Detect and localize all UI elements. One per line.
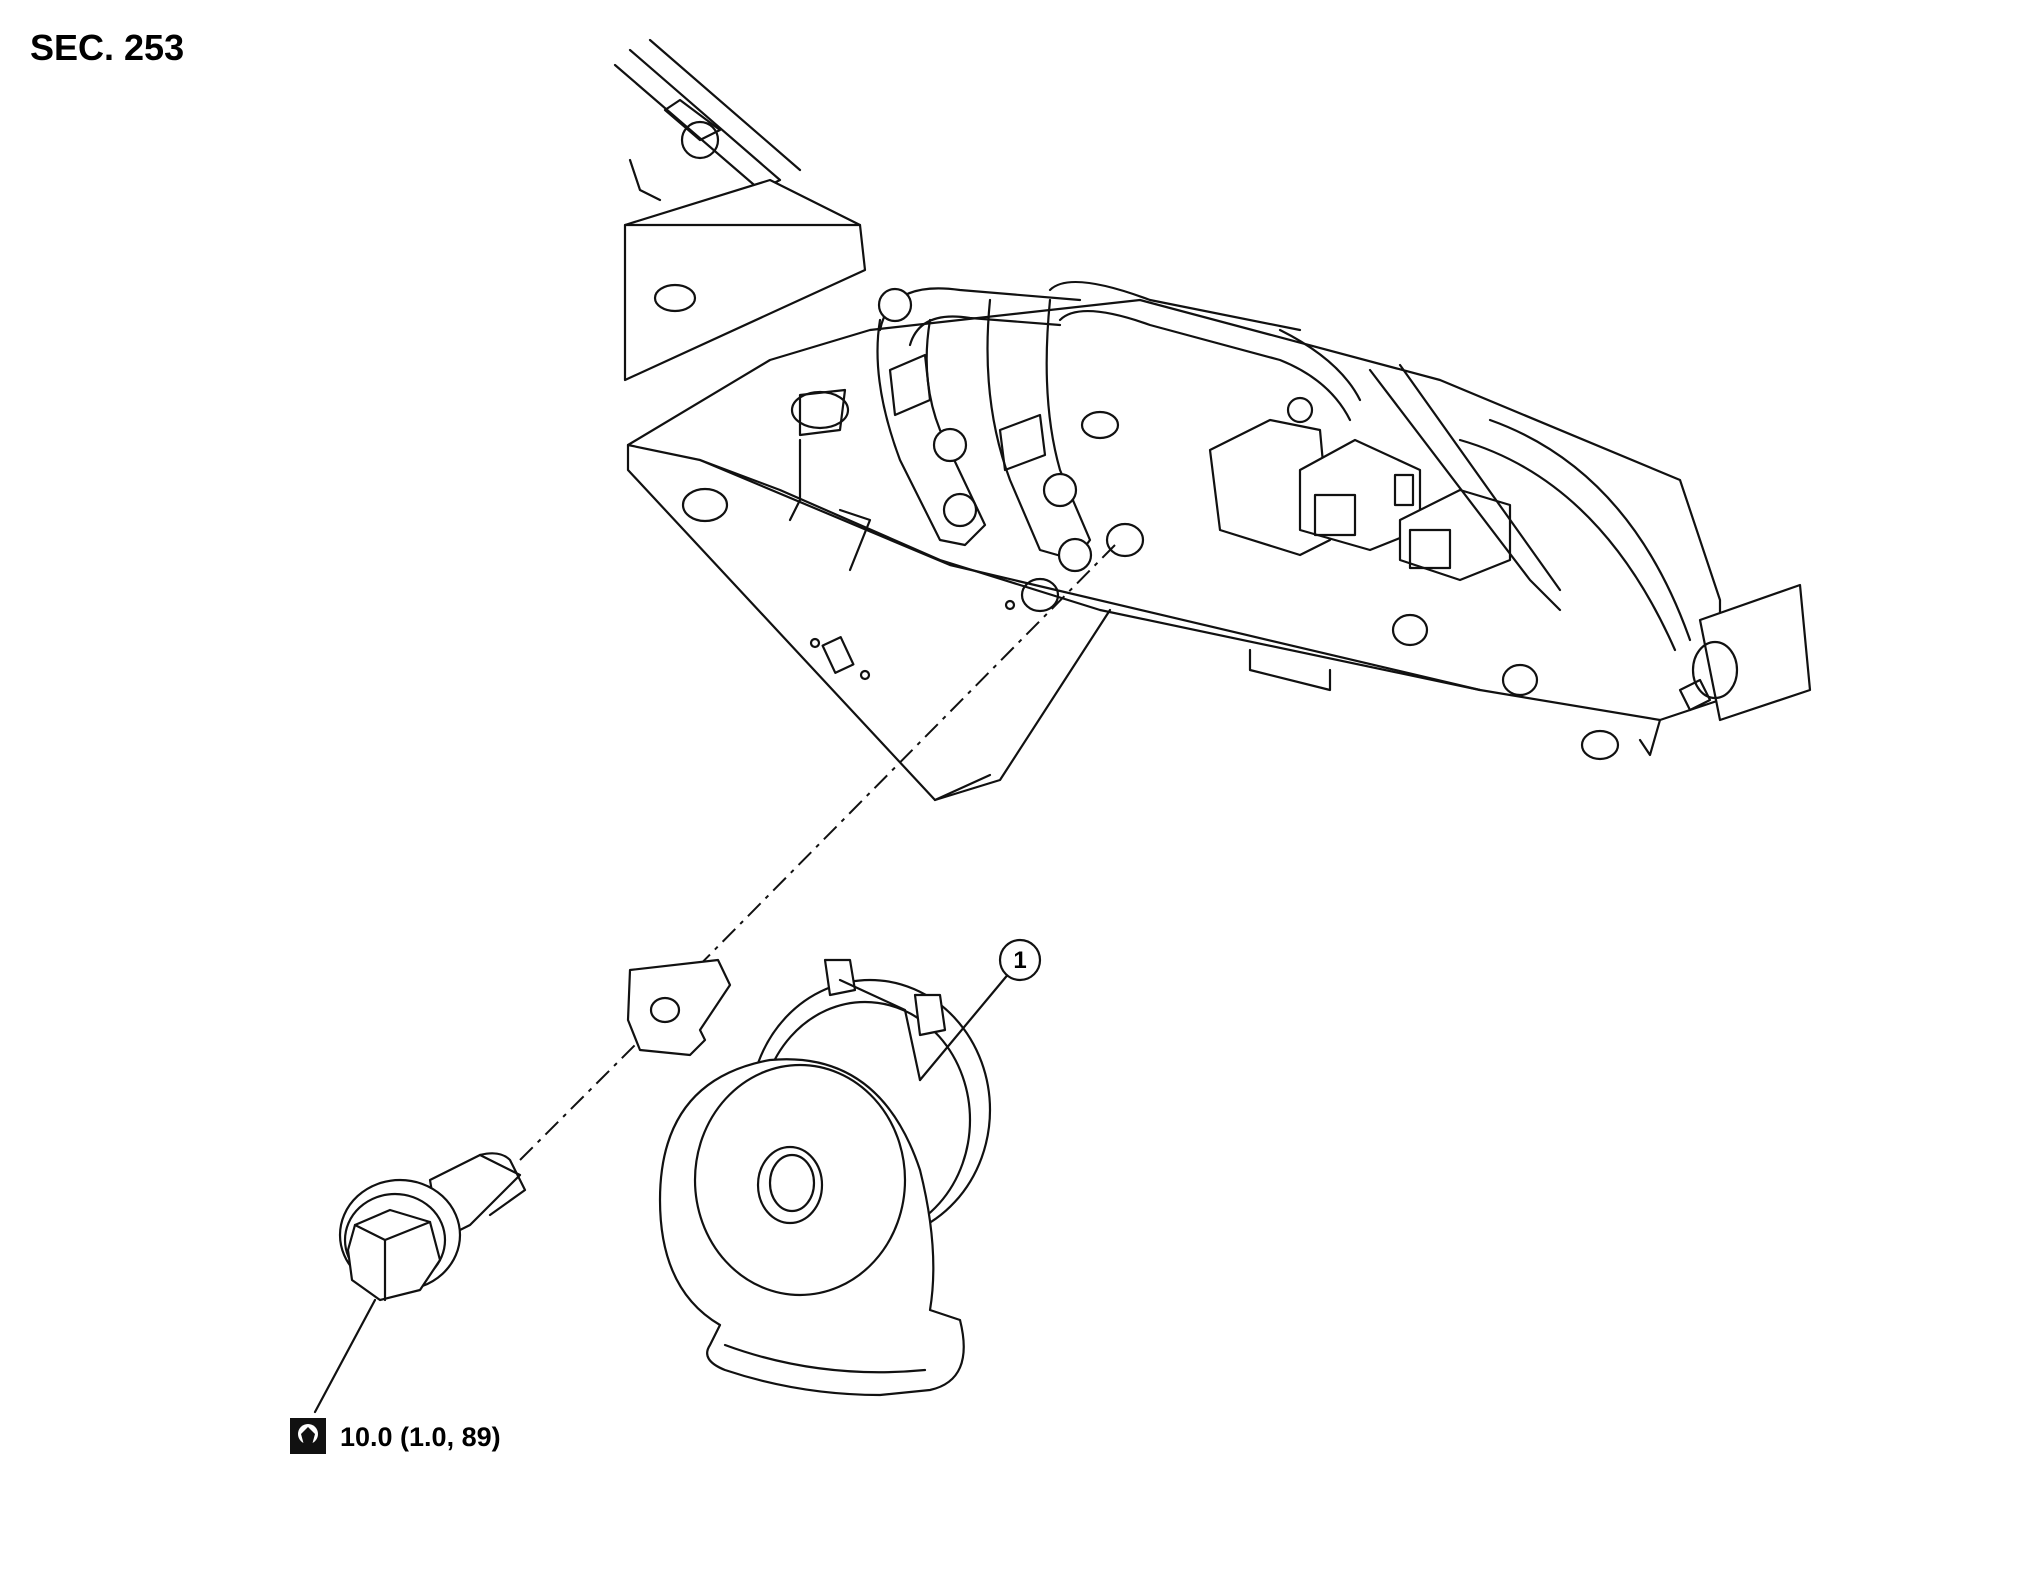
torque-wrench-icon <box>290 1418 326 1454</box>
callout-number-1: 1 <box>1013 947 1026 974</box>
frame-assembly <box>613 38 1812 802</box>
callout-1: 1 <box>918 938 1042 1082</box>
horn-assembly <box>626 958 992 1397</box>
torque-leader <box>313 1298 377 1414</box>
mounting-bolt <box>338 1152 527 1302</box>
clamp-bolts <box>877 287 1314 573</box>
section-label: SEC. 253 <box>30 27 184 68</box>
torque-spec: 10.0 (1.0, 89) <box>340 1422 501 1452</box>
alignment-line <box>519 544 1116 1161</box>
